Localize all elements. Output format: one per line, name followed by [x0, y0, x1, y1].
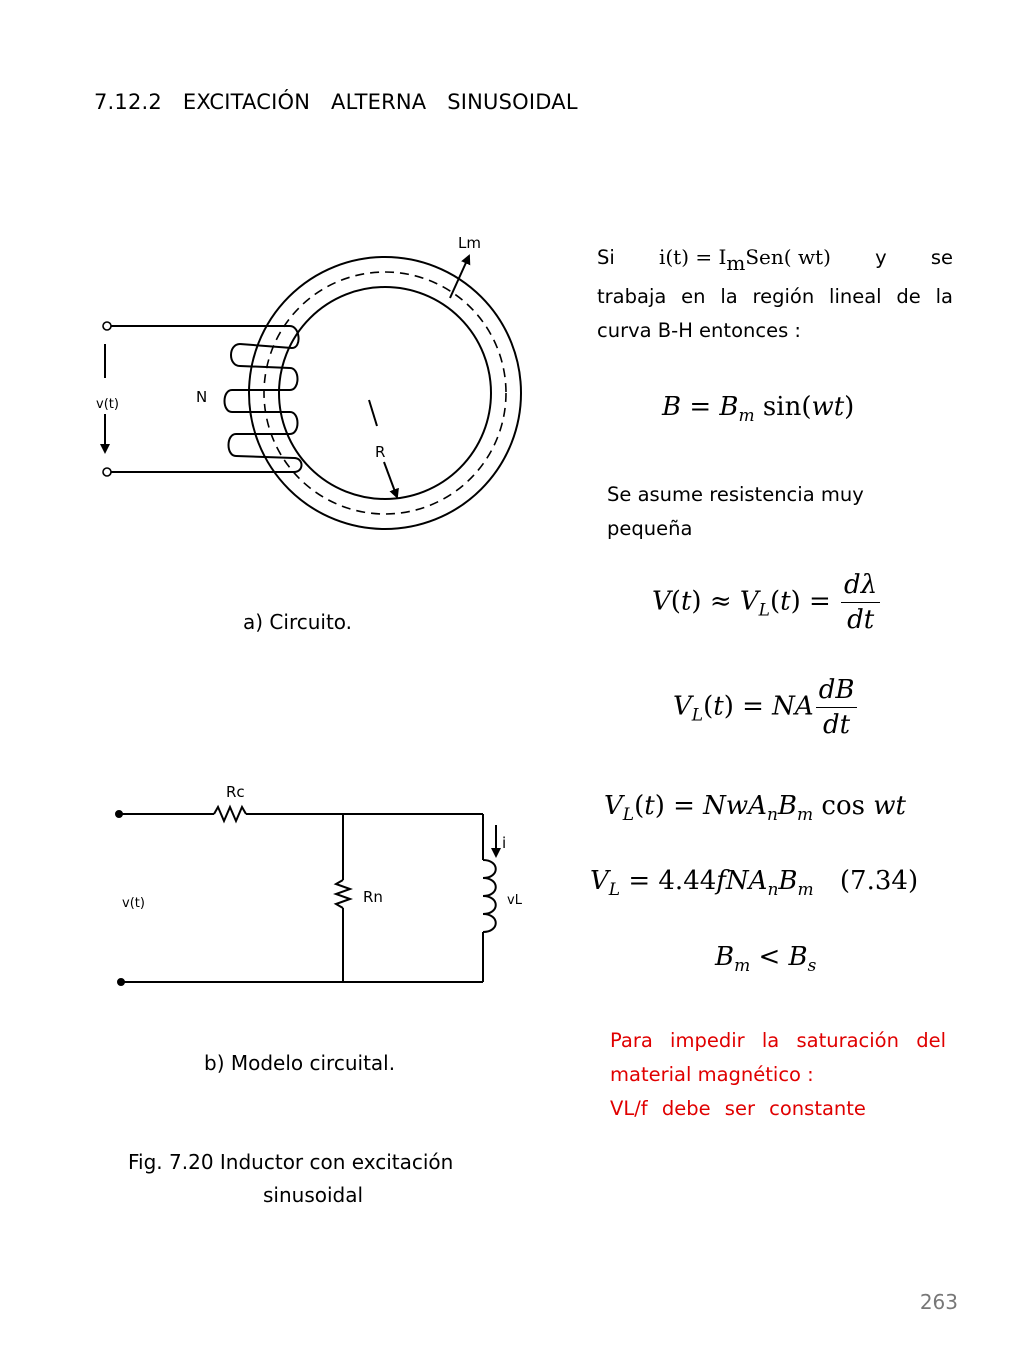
toroid-diagram: v(t) N Lm R: [96, 234, 522, 530]
current-i-label: i: [502, 834, 506, 852]
fig-a-vt-label: v(t): [96, 397, 119, 412]
caption-b: b) Modelo circuital.: [204, 1051, 396, 1075]
figure-caption-line1: Fig. 7.20 Inductor con excitación: [128, 1150, 454, 1174]
warning-line2: material magnético :: [610, 1063, 814, 1086]
fig-b-vt-label: v(t): [122, 896, 145, 911]
intro-y-se: y se: [875, 246, 953, 269]
intro-line2: trabaja en la región lineal de la: [597, 285, 953, 308]
radius-label: R: [375, 443, 385, 461]
figure-caption-line2: sinusoidal: [263, 1183, 364, 1207]
current-expression: i(t) = ImSen( wt): [659, 240, 831, 280]
current-expr-suffix: Sen( wt): [745, 245, 831, 269]
mean-path-circle: [263, 271, 507, 515]
inductor-coil: [482, 859, 497, 933]
current-expr-prefix: i(t) = I: [658, 245, 727, 269]
rn-label: Rn: [363, 888, 383, 906]
equation-vl3: VL = 4.44fNAnBm (7.34): [590, 866, 919, 900]
equation-bm: Bm < Bs: [715, 942, 817, 976]
radius-arrow: [383, 461, 399, 499]
rc-label: Rc: [226, 783, 245, 801]
resistance-note: Se asume resistencia muy pequeña: [607, 478, 864, 546]
terminal-bottom: [102, 467, 112, 477]
toroid-outer-ring: [248, 256, 522, 530]
intro-si: Si: [597, 246, 615, 269]
lm-arrow: [449, 254, 471, 299]
saturation-warning: Para impedir la saturación del material …: [610, 1024, 946, 1126]
intro-line3: curva B-H entonces :: [597, 319, 801, 342]
toroid-inner-ring: [278, 286, 492, 500]
warning-line1: Para impedir la saturación del: [610, 1029, 946, 1052]
vl-label: vL: [507, 893, 523, 908]
lm-label: Lm: [458, 234, 481, 252]
resistance-note-line2: pequeña: [607, 517, 693, 540]
resistance-note-line1: Se asume resistencia muy: [607, 483, 864, 506]
terminal-top: [102, 321, 112, 331]
resistor-rn: [333, 879, 353, 909]
caption-a: a) Circuito.: [243, 610, 353, 634]
section-heading: 7.12.2 EXCITACIÓN ALTERNA SINUSOIDAL: [94, 90, 578, 114]
intro-line1: Si i(t) = ImSen( wt) y se: [597, 240, 953, 280]
winding-n-label: N: [196, 388, 207, 406]
warning-line3: VL/f debe ser constante: [610, 1097, 866, 1120]
equation-b: B = Bm sin(wt): [662, 392, 855, 426]
page-number: 263: [919, 1290, 958, 1314]
circuit-model-diagram: [115, 804, 497, 986]
resistor-rc: [213, 804, 247, 824]
equation-vl2: VL(t) = NwAnBm cos wt: [604, 791, 906, 825]
current-expr-sub: m: [726, 251, 746, 275]
toroid-winding: [108, 325, 303, 473]
intro-paragraph: Si i(t) = ImSen( wt) y se trabaja en la …: [597, 240, 953, 348]
radius-bar: [368, 399, 378, 427]
